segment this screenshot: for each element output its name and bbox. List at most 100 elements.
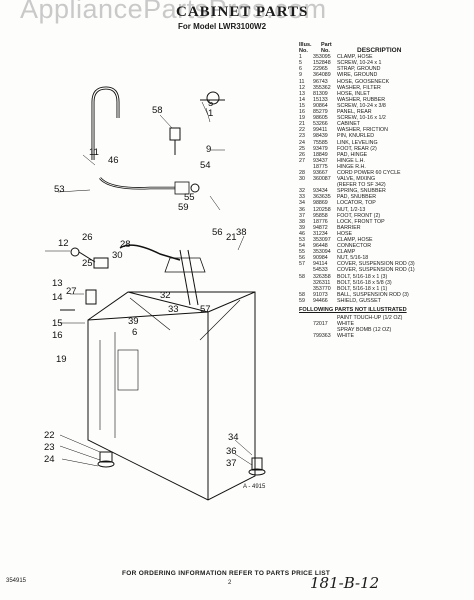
part-description: SCREW, 10-24 x 3/8 [337, 102, 386, 109]
part-description: HOSE, GOOSENECK [337, 78, 390, 85]
illus-no: 11 [299, 78, 305, 85]
illus-no: 53 [299, 237, 305, 243]
part-description: WIRE, GROUND [337, 72, 378, 79]
part-no: 98605 [313, 115, 328, 122]
illus-no: 38 [299, 218, 305, 225]
part-description: PAINT TOUCH-UP (1/2 OZ) [337, 315, 403, 322]
table-row: 24 75585 LINK, LEVELING [299, 140, 471, 146]
illus-no: 25 [299, 145, 305, 152]
illus-no: 27 [299, 157, 305, 164]
part-description: PAD, SNUBBER [337, 194, 377, 201]
callout-32: 32 [160, 290, 171, 301]
part-no: 353095 [313, 54, 331, 61]
part-no: 152848 [313, 60, 331, 67]
part-description: LINK, LEVELING [337, 139, 378, 146]
part-no: 95858 [313, 212, 328, 219]
part-description: BALL, SUSPENSION ROD (3) [337, 291, 409, 298]
part-description: HINGE L.H. [337, 157, 365, 164]
illus-no: 58 [299, 273, 305, 280]
illus-no: 33 [299, 194, 305, 201]
illus-no: 26 [299, 151, 305, 158]
illus-no: 22 [299, 127, 305, 134]
illus-no: 5 [299, 60, 302, 67]
callout-5: 5 [208, 98, 213, 109]
part-no: 18775 [313, 163, 328, 170]
callout-38: 38 [236, 227, 247, 238]
callout-30: 30 [112, 250, 123, 261]
header-no: No. [299, 48, 308, 55]
part-description: BOLT, 5/16-18 x 1 (1) [337, 285, 388, 292]
illus-no: 6 [299, 66, 302, 73]
illus-no: 1 [299, 54, 302, 61]
part-description: STRAP, GROUND [337, 66, 381, 73]
parts-list-header: Illus. Part [299, 42, 471, 48]
part-description: SPRAY BOMB (12 OZ) [337, 327, 392, 334]
part-description: WASHER, RUBBER [337, 96, 386, 103]
power-cord [119, 244, 181, 261]
part-description: COVER, SUSPENSION ROD (3) [337, 261, 415, 268]
callout-58: 58 [152, 105, 163, 116]
illus-no: 16 [299, 109, 305, 116]
part-description: PANEL, REAR [337, 109, 372, 116]
part-no: 364089 [313, 72, 331, 79]
part-no: 81309 [313, 90, 328, 97]
part-no: 94872 [313, 224, 328, 231]
part-no: 353094 [313, 249, 331, 256]
part-no: 75585 [313, 139, 328, 146]
part-description: (REFER TO SF 342) [337, 182, 386, 189]
callout-26: 26 [82, 232, 93, 243]
illus-no: 30 [299, 176, 305, 183]
callout-9: 9 [206, 144, 211, 155]
part-description: CLAMP [337, 249, 356, 256]
part-description: SHIELD, GUSSET [337, 297, 381, 304]
header-description: DESCRIPTION [357, 47, 402, 55]
callout-23: 23 [44, 442, 55, 453]
header-part: Part [321, 42, 332, 48]
callout-1: 1 [208, 108, 213, 119]
part-no: 360087 [313, 176, 331, 183]
part-description: LOCK, FRONT TOP [337, 218, 385, 225]
illus-no: 24 [299, 139, 305, 146]
part-description: WASHER, FILTER [337, 84, 381, 91]
callout-59: 59 [178, 202, 189, 213]
illus-no: 46 [299, 230, 305, 237]
part-description: SPRING, SNUBBER [337, 188, 386, 195]
part-description: NUT, 5/16-18 [337, 255, 369, 262]
illus-no: 23 [299, 133, 305, 140]
part-description: WHITE [337, 333, 355, 340]
illus-no: 13 [299, 90, 305, 97]
illus-no: 36 [299, 206, 305, 213]
illus-no: 58 [299, 291, 305, 298]
cabinet-exploded-diagram: 5 1 58 9 11 46 53 54 55 59 56 38 21 12 2… [44, 86, 266, 501]
part-description: CABINET [337, 121, 360, 128]
page-title: CABINET PARTS [176, 4, 309, 20]
callout-33: 33 [168, 304, 179, 315]
illus-no: 28 [299, 169, 305, 176]
illus-no: 59 [299, 297, 305, 304]
part-no: 799363 [313, 333, 331, 340]
footer-doc-number: 354915 [6, 578, 27, 584]
illus-no: 57 [299, 261, 305, 268]
callout-15: 15 [52, 318, 63, 329]
callout-55: 55 [184, 192, 195, 203]
